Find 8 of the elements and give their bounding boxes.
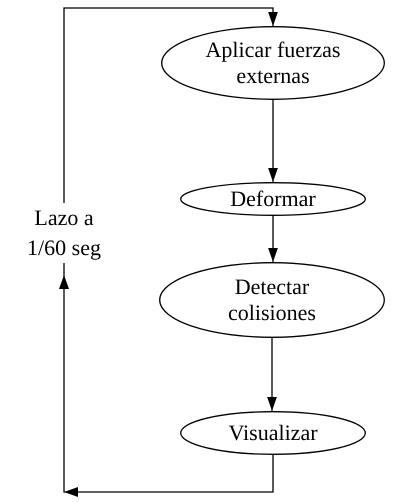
node-label: Visualizar (228, 420, 318, 446)
process-ellipse (180, 182, 366, 216)
node-label: Aplicar fuerzas externas (204, 37, 342, 89)
node-label: Deformar (230, 186, 316, 212)
node-label: Detectar colisiones (227, 274, 317, 326)
process-ellipse (161, 26, 385, 100)
process-ellipse (159, 262, 385, 338)
process-ellipse (180, 411, 366, 455)
